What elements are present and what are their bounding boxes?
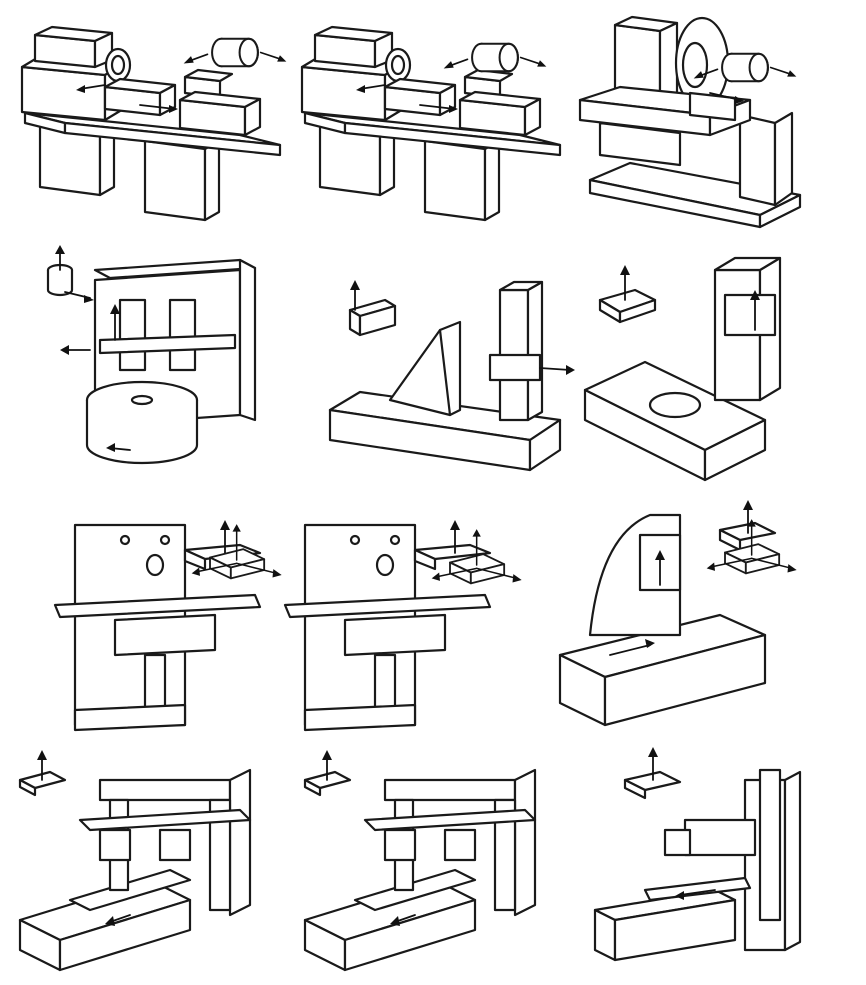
lathe-icon	[10, 5, 295, 250]
vertical-boring-mill-icon	[30, 240, 315, 485]
gantry-mill-icon	[285, 740, 570, 985]
planer-icon	[0, 740, 285, 985]
floor-borer-icon	[585, 740, 866, 985]
grinder-icon	[560, 5, 845, 250]
cylinder-rotation-icon	[180, 25, 290, 80]
prism-axes-icon	[700, 515, 800, 590]
prism-axes-icon	[425, 525, 525, 600]
turret-lathe-icon	[290, 5, 575, 250]
vertical-mill-icon	[265, 495, 550, 740]
column-mill-icon	[565, 240, 850, 485]
prism-axes-icon	[185, 520, 285, 595]
cylinder-rotation-icon	[440, 30, 550, 85]
knee-mill-icon	[35, 495, 320, 740]
c-frame-mill-icon	[540, 495, 825, 740]
cylinder-rotation-icon	[690, 40, 800, 95]
boring-machine-icon	[300, 240, 585, 485]
